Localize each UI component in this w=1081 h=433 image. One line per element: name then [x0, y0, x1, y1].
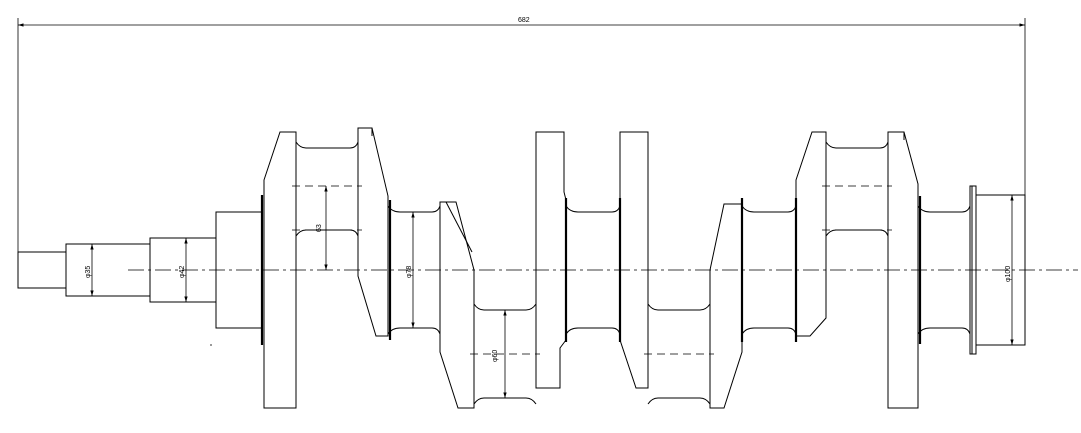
main-journal-dia-label: φ78 [406, 266, 413, 278]
main-journal-5 [917, 196, 971, 344]
main-journal-2: φ78 [387, 200, 441, 340]
main-journal-1 [215, 195, 264, 345]
crank-web-5 [619, 131, 649, 389]
crank-web-3 [439, 201, 475, 409]
crankpin-2: φ60 [470, 303, 540, 405]
flange-dia-label: φ100 [1005, 266, 1012, 282]
first-journal-dimension: φ35 [85, 244, 94, 296]
second-journal-dimension: φ42 [179, 238, 188, 302]
crank-web-2 [357, 127, 389, 337]
crank-web-7 [795, 131, 827, 337]
crank-radius-label: 63 [316, 224, 323, 232]
crank-radius-dimension: 63 [316, 186, 328, 270]
rear-flange: φ100 [969, 185, 1026, 355]
overall-length-label: 682 [518, 17, 530, 24]
crankpin-4 [822, 141, 892, 237]
crank-web-8 [887, 131, 919, 409]
second-journal-dia-label: φ42 [179, 266, 186, 278]
crank-web-6 [709, 203, 743, 409]
crankpin-dia-label: φ60 [492, 350, 499, 362]
overall-length-dimension: 682 [17, 17, 1026, 288]
crankpin-3 [644, 303, 714, 405]
first-journal-dia-label: φ35 [85, 266, 92, 278]
crank-web-4 [535, 131, 567, 389]
crankpin-1 [292, 141, 362, 237]
crank-web-1 [263, 131, 297, 409]
